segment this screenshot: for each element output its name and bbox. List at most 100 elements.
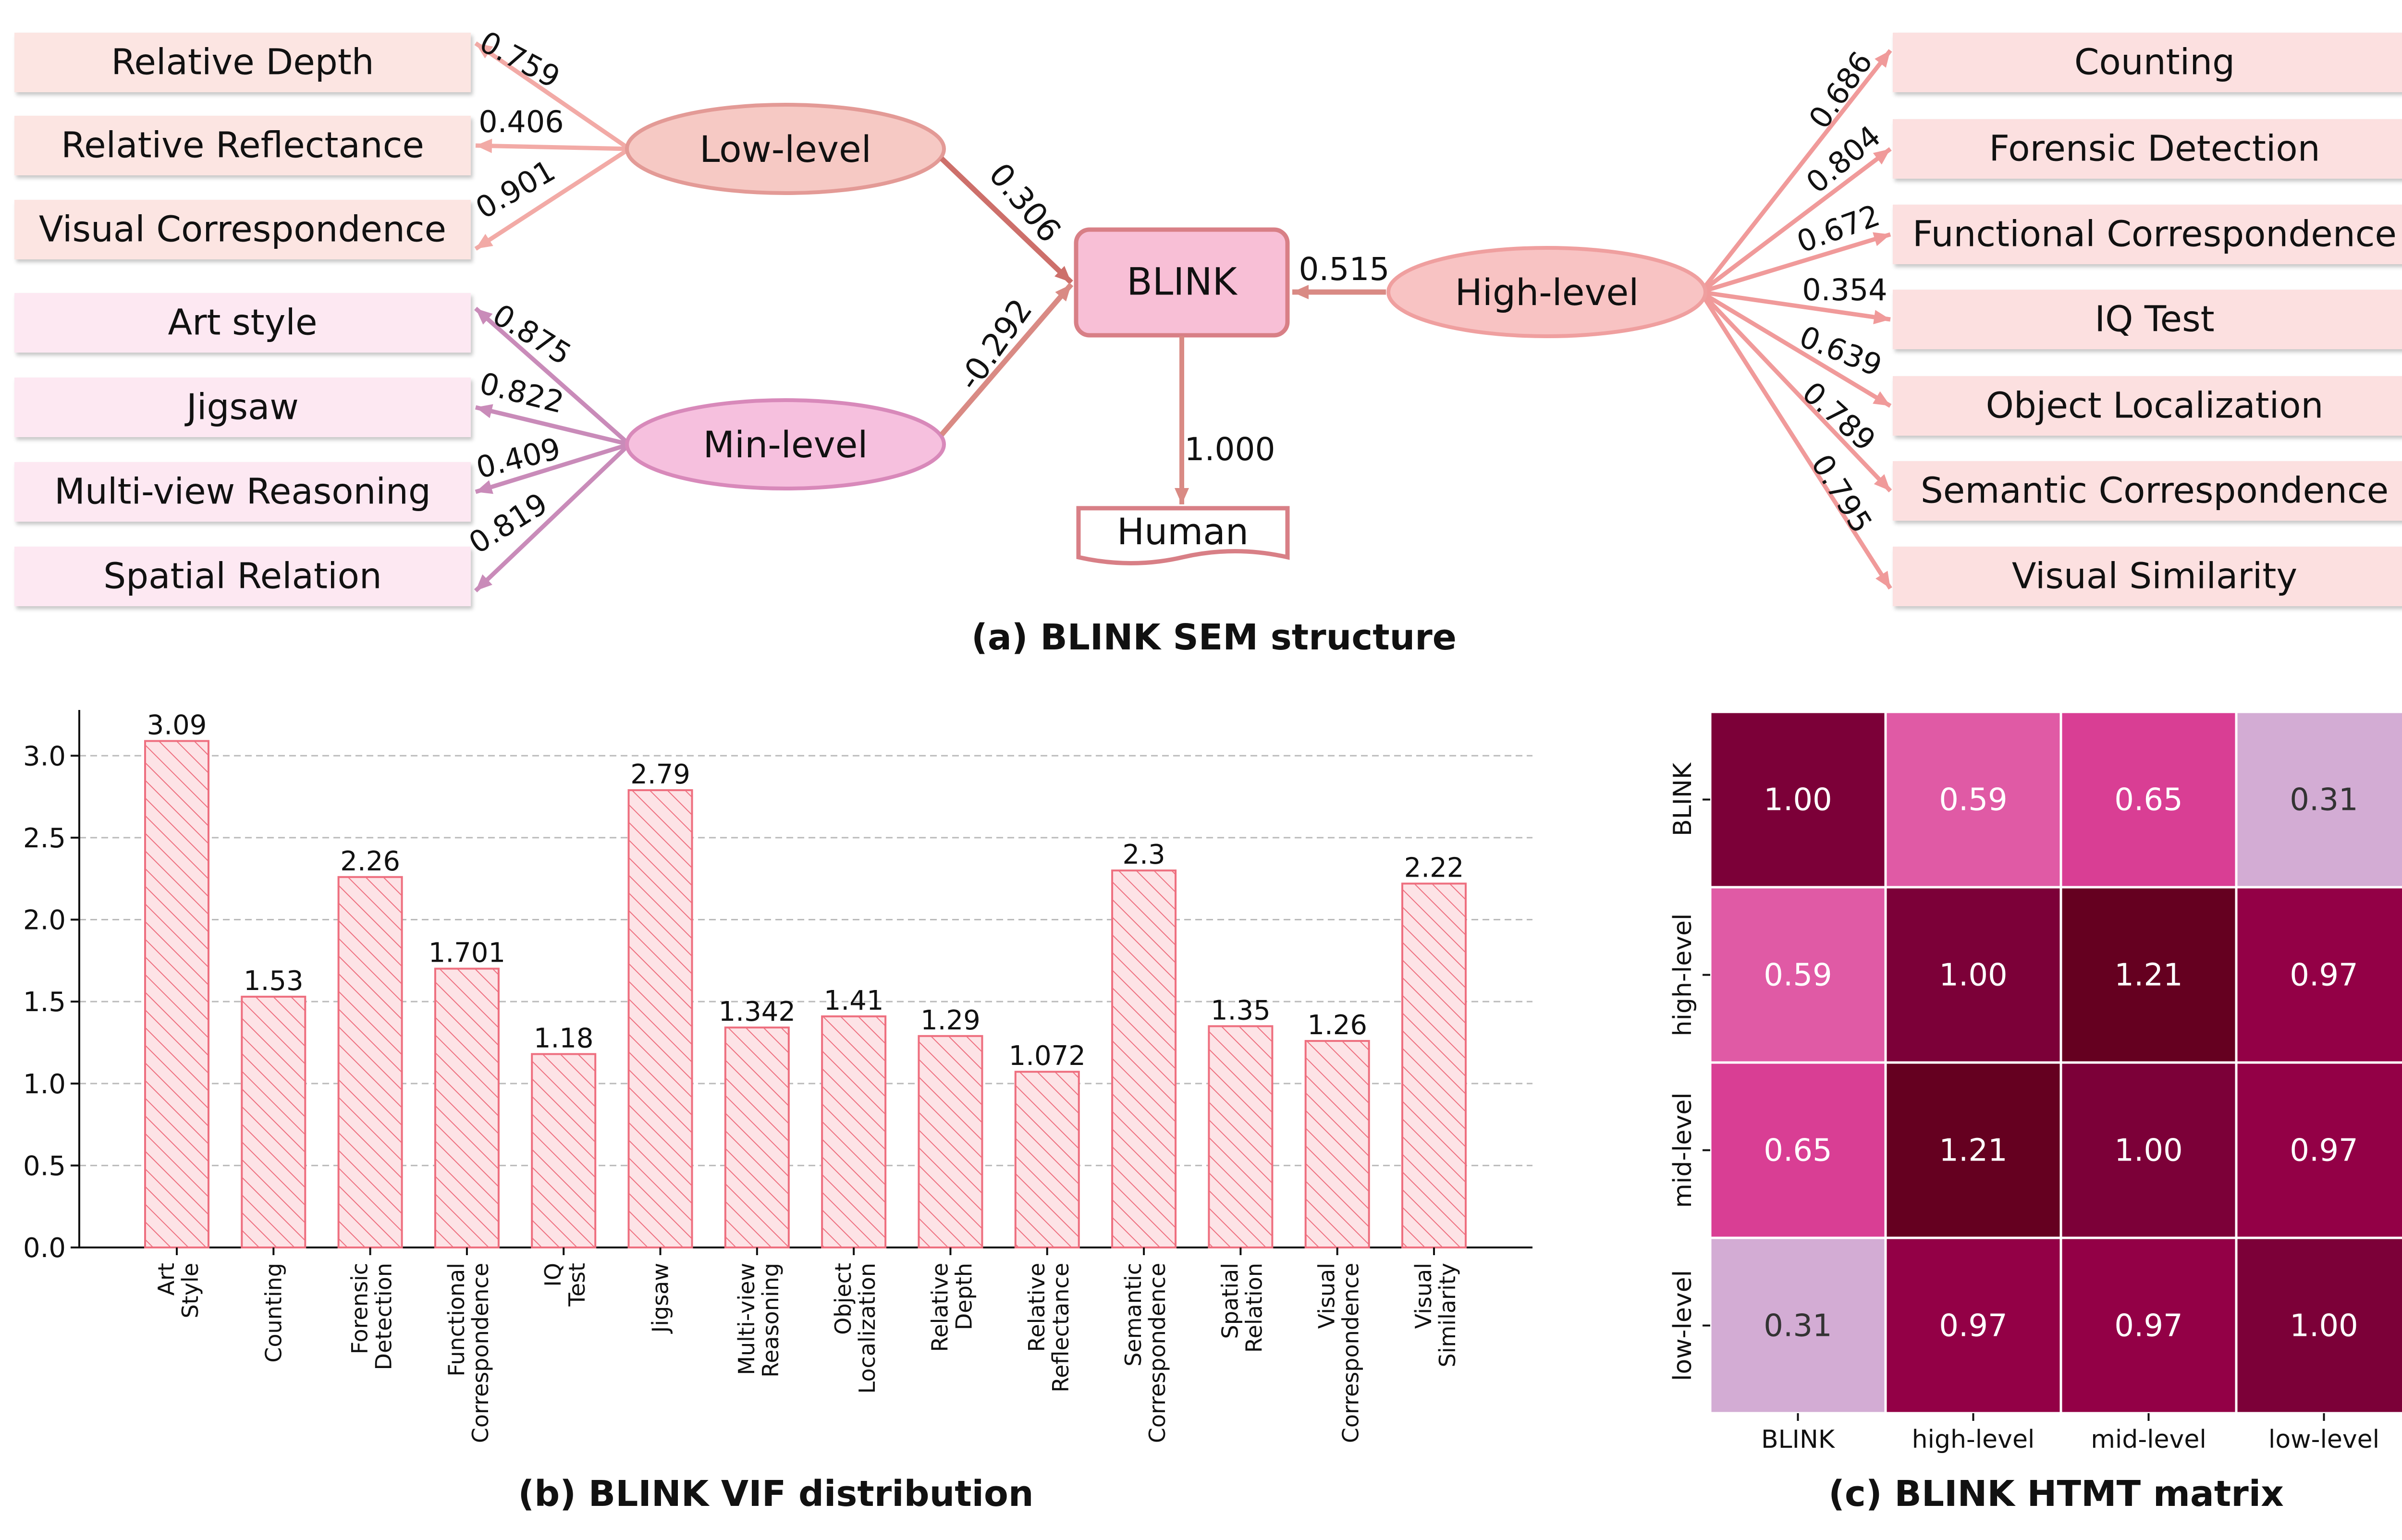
bar	[144, 740, 209, 1248]
high-indicator-box-label: Semantic Correspondence	[1921, 470, 2389, 512]
mid-loading-arrow-head	[476, 480, 493, 494]
high-indicator-box-label: Functional Correspondence	[1912, 214, 2397, 255]
x-tick-label-line: Test	[564, 1263, 590, 1307]
bar	[627, 789, 693, 1249]
x-tick-label-line: Art	[153, 1263, 179, 1296]
high-latent-label: High-level	[1455, 271, 1639, 314]
x-tick-label-line: Jigsaw	[648, 1263, 674, 1334]
low-loading-label: 0.759	[474, 24, 566, 95]
heatmap-cell	[2059, 1236, 2238, 1415]
high-loading-label: 0.686	[1802, 45, 1880, 135]
high-loading-arrow	[1700, 290, 1891, 322]
low-indicator-box-label: Relative Depth	[111, 42, 374, 83]
high-loading-arrow	[1699, 49, 1892, 293]
x-tick-label-line: Relation	[1241, 1263, 1267, 1353]
mid-loading-arrow	[474, 306, 631, 446]
bar-value-label: 1.701	[429, 938, 505, 969]
mid-indicator-box-label: Multi-view Reasoning	[54, 471, 431, 513]
heatmap-cell-label: 0.59	[1764, 958, 1832, 993]
mid-latent-ellipse	[625, 398, 946, 490]
bar	[1111, 869, 1177, 1248]
mid-loading-label: 0.819	[463, 486, 553, 561]
y-tick-label: 0.0	[23, 1233, 66, 1264]
heatmap-cell-label: 0.59	[1939, 782, 2008, 818]
low-loading-arrow	[474, 41, 631, 151]
high-loading-arrow-head	[1873, 310, 1890, 324]
mid-indicator-box-label: Spatial Relation	[103, 556, 382, 597]
heatmap-col-label: BLINK	[1761, 1425, 1836, 1454]
high-indicator-box	[1893, 33, 2402, 92]
x-tick-label-line: Semantic	[1120, 1263, 1146, 1367]
heatmap-cell	[1709, 710, 1887, 889]
low-to-blink-arrow-head	[1054, 266, 1071, 282]
heatmap-cell-label: 1.00	[2114, 1133, 2183, 1169]
bar-value-label: 3.09	[147, 710, 207, 741]
high-to-blink-arrow-head	[1292, 285, 1309, 299]
bar	[434, 967, 500, 1248]
x-tick-label-line: Similarity	[1434, 1263, 1460, 1368]
x-tick-label-line: IQ	[540, 1263, 566, 1287]
x-tick-label-line: Reflectance	[1048, 1263, 1074, 1393]
bar-value-label: 1.342	[719, 996, 796, 1027]
caption-a: (a) BLINK SEM structure	[971, 617, 1457, 658]
x-tick-label-line: Depth	[951, 1263, 977, 1330]
bar	[1401, 882, 1467, 1248]
mid-indicator-box-label: Art style	[168, 302, 317, 343]
high-loading-arrow-head	[1873, 391, 1890, 406]
high-loading-arrow	[1699, 291, 1892, 590]
high-loading-arrow	[1699, 147, 1892, 294]
caption-c: (c) BLINK HTMT matrix	[1828, 1473, 2284, 1515]
heatmap-cell-label: 0.65	[2114, 782, 2183, 818]
high-indicator-box	[1893, 290, 2402, 349]
heatmap-row-label: BLINK	[1668, 762, 1697, 836]
bar-value-label: 1.53	[244, 966, 304, 997]
bar	[531, 1053, 597, 1248]
low-loading-arrow-head	[476, 233, 493, 249]
high-loading-arrow-head	[1873, 149, 1890, 165]
low-indicator-box	[14, 116, 471, 175]
x-tick-label-line: Relative	[927, 1263, 953, 1352]
mid-indicator-box	[14, 293, 471, 353]
human-box	[1076, 506, 1290, 565]
low-loading-arrow-head	[476, 43, 493, 59]
mid-loading-arrow-head	[476, 308, 493, 325]
heatmap-cell-label: 1.00	[2290, 1308, 2358, 1344]
mid-loading-arrow	[474, 442, 631, 593]
x-tick-label: RelativeDepth	[927, 1263, 977, 1352]
x-tick-label-line: Localization	[854, 1263, 880, 1393]
x-tick-label: SemanticCorrespondence	[1120, 1263, 1170, 1443]
heatmap-row-label: high-level	[1668, 914, 1697, 1037]
outcome-loading-label: 1.000	[1185, 431, 1275, 468]
bar	[1014, 1071, 1080, 1249]
x-tick-label: ArtStyle	[153, 1263, 203, 1319]
high-loading-arrow	[1699, 290, 1892, 493]
heatmap-cell	[2235, 1236, 2402, 1415]
low-indicator-box-label: Visual Correspondence	[39, 209, 446, 250]
high-indicator-box	[1893, 119, 2402, 179]
heatmap-cell-label: 0.97	[2290, 958, 2358, 993]
bar-value-label: 1.26	[1307, 1010, 1367, 1041]
high-loading-arrow	[1700, 232, 1891, 294]
bar	[1208, 1025, 1274, 1248]
low-latent-ellipse	[625, 103, 946, 195]
high-indicator-box	[1893, 376, 2402, 436]
mid-indicator-box	[14, 547, 471, 606]
heatmap-col-label: mid-level	[2091, 1425, 2206, 1454]
low-to-blink-arrow	[940, 157, 1073, 284]
high-indicator-box	[1893, 547, 2402, 606]
high-loading-label: 0.789	[1796, 375, 1883, 458]
bar-value-label: 1.29	[920, 1005, 980, 1036]
bar-value-label: 2.22	[1404, 852, 1464, 883]
heatmap-col-label: high-level	[1912, 1425, 2035, 1454]
x-tick-label: VisualCorrespondence	[1314, 1263, 1364, 1443]
x-tick-label: Multi-viewReasoning	[734, 1263, 784, 1378]
high-indicator-box-label: Counting	[2074, 42, 2235, 83]
x-tick-label: FunctionalCorrespondence	[443, 1263, 493, 1443]
heatmap-cell-label: 1.00	[1939, 958, 2008, 993]
heatmap-row-label: low-level	[1668, 1270, 1697, 1381]
mid-loading-arrow	[475, 405, 630, 447]
mid-to-blink-arrow	[939, 282, 1074, 437]
